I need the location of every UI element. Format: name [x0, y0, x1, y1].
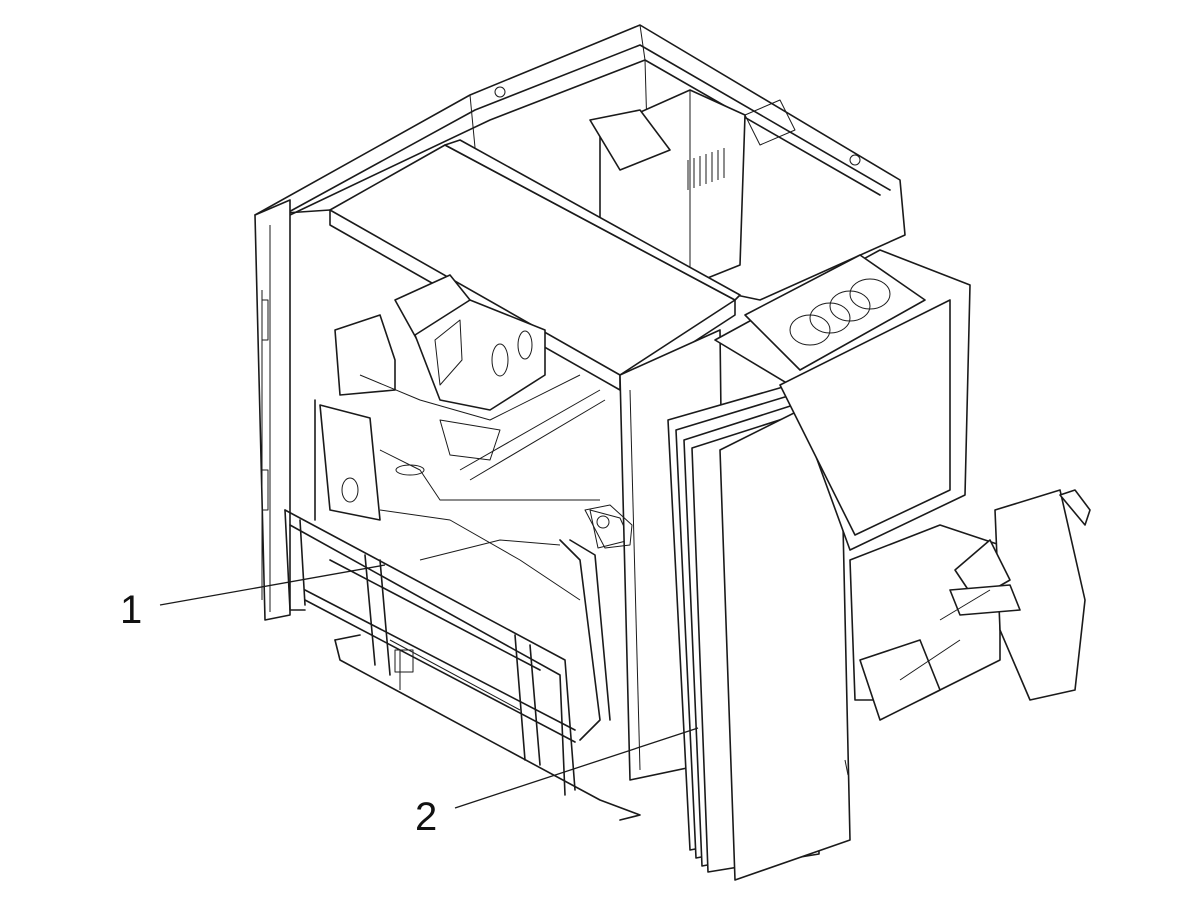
chip-conveyor [849, 489, 1091, 721]
callout-2: 2 [415, 727, 699, 839]
callout-1-label: 1 [120, 588, 142, 632]
front-door-frame [284, 399, 611, 796]
left-side-wall [254, 199, 291, 621]
interior-spindle-assembly [334, 274, 606, 481]
sliding-door-panels [667, 384, 851, 881]
machine-base [334, 634, 641, 821]
callout-2-leader [454, 727, 699, 809]
operator-panel [714, 249, 971, 551]
callout-1-leader [159, 564, 386, 606]
callout-1: 1 [120, 564, 386, 632]
cabinet-vent-slots [687, 148, 725, 190]
callout-2-label: 2 [415, 795, 437, 839]
panel-cable-duct [789, 278, 891, 346]
